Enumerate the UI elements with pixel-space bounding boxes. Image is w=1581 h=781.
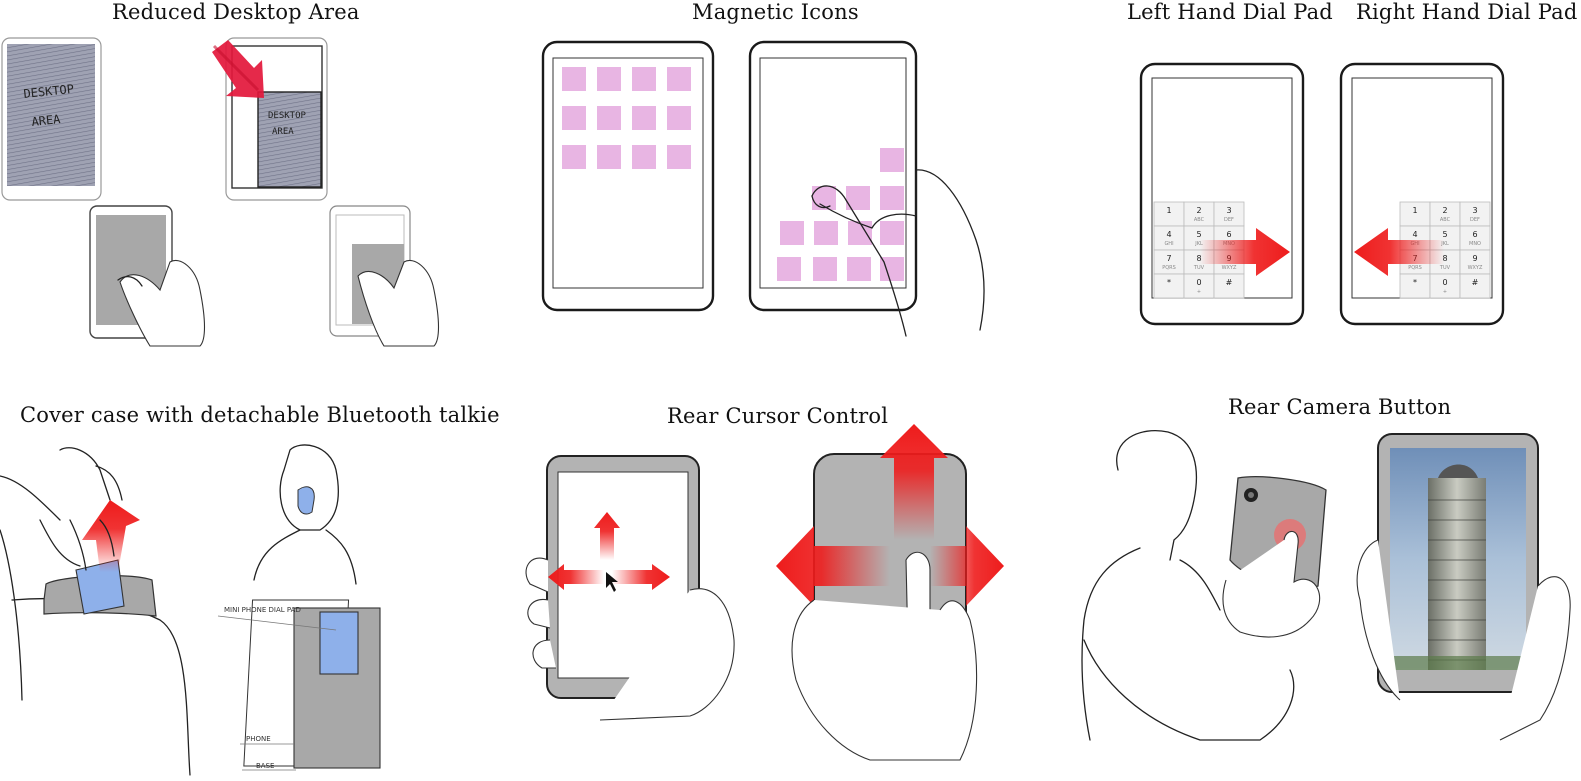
dial-key-sublabel: TUV: [1193, 265, 1205, 271]
title-left-hand-dial-pad: Left Hand Dial Pad: [1127, 0, 1333, 24]
dial-key-label: 8: [1442, 254, 1447, 263]
dial-key-label: *: [1413, 278, 1417, 287]
dial-key-label: *: [1167, 278, 1171, 287]
title-cover-case: Cover case with detachable Bluetooth tal…: [20, 403, 500, 427]
cursor-arrows-small: [548, 512, 670, 592]
dial-key-label: 1: [1166, 206, 1171, 215]
cursor-arrows-large: [776, 424, 1004, 606]
magnetic-icons-panel: [541, 40, 985, 337]
dial-key-label: 5: [1196, 230, 1201, 239]
icon-grid-magnetic: [777, 148, 904, 281]
dial-key: [1399, 273, 1431, 299]
dial-pad-right: 12ABC3DEF4GHI5JKL6MNO7PQRS8TUV9WXYZ*0+#: [1399, 201, 1491, 299]
dial-key-sublabel: +: [1443, 289, 1447, 295]
dial-key-label: 7: [1166, 254, 1171, 263]
dial-key: [1183, 273, 1215, 299]
dial-key-sublabel: +: [1197, 289, 1201, 295]
mini-dial-pad: [319, 611, 359, 675]
note-mini-dial-pad: MINI PHONE DIAL PAD: [224, 606, 301, 614]
dial-key: [1153, 273, 1185, 299]
note-phone: PHONE: [246, 735, 271, 743]
dial-key-sublabel: PQRS: [1162, 265, 1176, 271]
title-rear-camera-button: Rear Camera Button: [1228, 395, 1452, 419]
title-rear-cursor-control: Rear Cursor Control: [667, 404, 889, 428]
dial-key-label: 9: [1472, 254, 1477, 263]
dial-key-sublabel: DEF: [1470, 217, 1480, 223]
dial-key-label: 4: [1166, 230, 1171, 239]
dial-key: [1429, 201, 1461, 227]
dial-key: [1213, 273, 1245, 299]
dial-key-label: 3: [1226, 206, 1231, 215]
dial-key-label: 2: [1196, 206, 1201, 215]
title-right-hand-dial-pad: Right Hand Dial Pad: [1356, 0, 1578, 24]
dial-key-label: 0: [1196, 278, 1201, 287]
desktop-area-full: [7, 44, 95, 186]
title-reduced-desktop: Reduced Desktop Area: [112, 0, 360, 24]
dial-key-sublabel: JKL: [1194, 241, 1203, 247]
dial-key: [1153, 249, 1185, 275]
dial-key: [1459, 225, 1491, 251]
dial-key-sublabel: JKL: [1440, 241, 1449, 247]
dial-key-sublabel: PQRS: [1408, 265, 1422, 271]
dial-key-sublabel: WXYZ: [1468, 265, 1483, 271]
cover-case-panel: MINI PHONE DIAL PAD PHONE BASE: [0, 444, 381, 776]
note-base: BASE: [256, 762, 274, 770]
svg-text:DESKTOP: DESKTOP: [23, 82, 75, 101]
rear-cursor-panel: [525, 424, 1004, 761]
dial-key-label: 8: [1196, 254, 1201, 263]
dial-key-label: 6: [1226, 230, 1231, 239]
dial-key-label: 5: [1442, 230, 1447, 239]
dial-key-sublabel: ABC: [1194, 217, 1205, 223]
dial-key-label: 4: [1412, 230, 1417, 239]
dial-key: [1459, 273, 1491, 299]
rear-camera-panel: [1081, 430, 1571, 741]
dial-key-sublabel: ABC: [1440, 217, 1451, 223]
desktop-area-reduced: [257, 91, 322, 188]
dial-key-label: 6: [1472, 230, 1477, 239]
dial-key: [1213, 201, 1245, 227]
svg-text:AREA: AREA: [31, 112, 62, 129]
reduced-desktop-panel: DESKTOP AREA DESKTOP AREA: [1, 37, 440, 347]
dial-key-sublabel: MNO: [1469, 241, 1481, 247]
arrow-left-icon: [1354, 228, 1444, 276]
dial-key: [1429, 273, 1461, 299]
dial-key: [1153, 225, 1185, 251]
arrow-shrink-icon: [212, 40, 264, 98]
left-hand-dial-pad-panel: 12ABC3DEF4GHI5JKL6MNO7PQRS8TUV9WXYZ*0+#: [1139, 62, 1305, 326]
dial-key: [1153, 201, 1185, 227]
dial-key-sublabel: TUV: [1439, 265, 1451, 271]
right-hand-dial-pad-panel: 12ABC3DEF4GHI5JKL6MNO7PQRS8TUV9WXYZ*0+#: [1339, 62, 1505, 326]
arrow-right-icon: [1200, 228, 1290, 276]
cursor-pointer-icon: [606, 572, 618, 592]
dial-key-label: 2: [1442, 206, 1447, 215]
svg-text:DESKTOP: DESKTOP: [268, 111, 307, 121]
dial-key-sublabel: GHI: [1164, 241, 1173, 247]
title-magnetic-icons: Magnetic Icons: [692, 0, 859, 24]
arrow-up-icon: [82, 500, 140, 572]
icon-grid-default: [562, 67, 691, 169]
dial-key-label: 0: [1442, 278, 1447, 287]
svg-text:AREA: AREA: [272, 127, 294, 137]
dial-key-sublabel: DEF: [1224, 217, 1234, 223]
dial-key-label: 3: [1472, 206, 1477, 215]
dial-key-label: #: [1226, 278, 1233, 287]
dial-key-label: #: [1472, 278, 1479, 287]
dial-key-label: 1: [1412, 206, 1417, 215]
dial-key-sublabel: WXYZ: [1222, 265, 1237, 271]
